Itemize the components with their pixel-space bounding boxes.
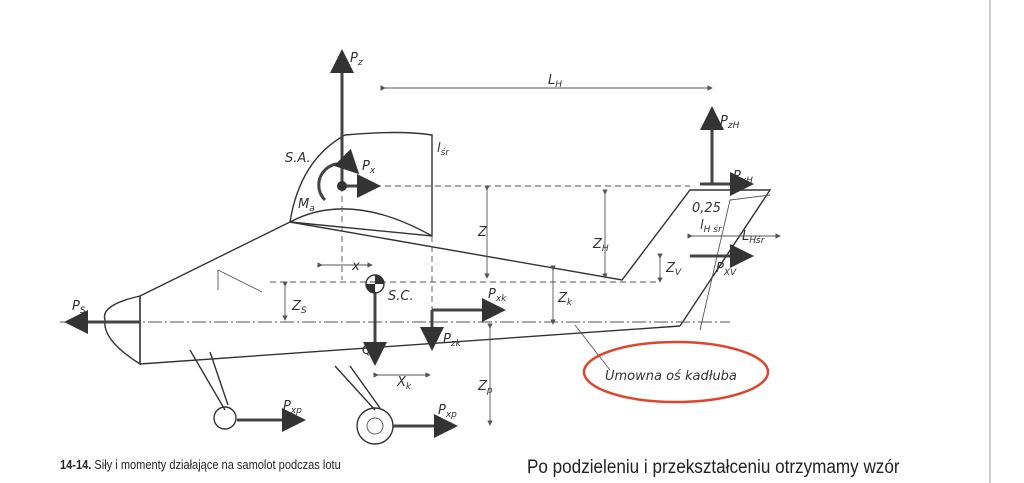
- label-subscript: S: [80, 306, 86, 316]
- label-main: Z: [557, 291, 568, 306]
- label-px: Px: [362, 159, 376, 176]
- label-subscript: H: [555, 80, 562, 90]
- label-subscript: xH: [740, 176, 753, 186]
- label-xk: Xk: [396, 375, 412, 392]
- label-main: P: [443, 332, 451, 347]
- label-zp: Zp: [477, 379, 493, 396]
- label-main: P: [350, 51, 358, 66]
- label-x: x: [351, 259, 360, 274]
- label-subscript: x: [369, 166, 376, 176]
- body-text: Po podzieleniu i przekształceniu otrzyma…: [527, 457, 900, 478]
- label-main: Z: [291, 299, 302, 314]
- label-pzh: PzH: [720, 114, 740, 131]
- label-ps: PS: [72, 299, 86, 316]
- label-main: M: [298, 197, 309, 212]
- label-subscript: S: [301, 306, 307, 316]
- landing-gear: [189, 349, 394, 445]
- label-main: Z: [477, 225, 488, 240]
- label-zh: ZH: [592, 237, 609, 254]
- label-pzk: Pzk: [443, 332, 462, 349]
- label-main: Z: [665, 261, 676, 276]
- figure-number: 14-14.: [60, 457, 92, 472]
- label-pz: Pz: [350, 51, 363, 68]
- aerodynamic-center-marker: [337, 181, 347, 191]
- dimensions: [282, 85, 781, 426]
- label-main: x: [351, 259, 360, 274]
- figure-caption: 14-14. Siły i momenty działające na samo…: [60, 457, 341, 472]
- label-subscript: śr: [441, 147, 451, 158]
- label-main: L: [742, 229, 749, 244]
- label-main: S.C.: [388, 289, 414, 304]
- label-main: P: [716, 261, 724, 276]
- label-main: Z: [477, 379, 488, 394]
- label-subscript: zk: [450, 339, 462, 349]
- label-pxk: Pxk: [488, 287, 507, 304]
- label-lsr: lśr: [437, 141, 450, 158]
- label-lhsr: LHśr: [742, 229, 766, 246]
- caption-text: Siły i momenty działające na samolot pod…: [94, 457, 341, 472]
- label-lhsr: lH śr: [700, 218, 723, 235]
- label-subscript: H śr: [704, 224, 723, 235]
- label-subscript: xk: [495, 294, 507, 304]
- reference-lines: [60, 185, 730, 371]
- label-zk: Zk: [557, 291, 573, 308]
- label-subscript: V: [675, 268, 682, 278]
- label-z: Z: [477, 225, 488, 240]
- label-zv: ZV: [665, 261, 682, 278]
- fuselage-axis-label: Umowna oś kadłuba: [605, 369, 737, 384]
- label-main: P: [72, 299, 80, 314]
- moment-ma-arrow: [317, 148, 360, 202]
- label-subscript: H: [602, 244, 609, 254]
- annotation-highlight-ellipse: [582, 340, 770, 404]
- label-main: l: [700, 218, 704, 233]
- label-main: 0,25: [692, 201, 721, 216]
- label-main: P: [733, 169, 741, 184]
- label-main: Q: [362, 343, 372, 358]
- label-subscript: xp: [290, 406, 302, 416]
- label-lh: LH: [548, 73, 562, 90]
- label-q025: 0,25: [692, 201, 721, 216]
- label-subscript: k: [406, 382, 412, 392]
- label-main: P: [720, 114, 728, 129]
- label-pxp2: Pxp: [438, 403, 457, 420]
- label-zs: ZS: [291, 299, 307, 316]
- label-main: Z: [592, 237, 603, 252]
- label-subscript: Hśr: [749, 235, 765, 246]
- label-main: P: [438, 403, 446, 418]
- label-pxv: PXV: [716, 261, 737, 278]
- label-sa: S.A.: [285, 151, 311, 166]
- label-main: P: [362, 159, 370, 174]
- label-main: P: [283, 399, 291, 414]
- label-main: L: [548, 73, 555, 88]
- label-main: l: [437, 141, 441, 156]
- label-ma: Ma: [298, 197, 315, 214]
- label-main: X: [396, 375, 407, 390]
- label-main: S.A.: [285, 151, 311, 166]
- label-pxh: PxH: [733, 169, 753, 186]
- label-q: Q: [362, 343, 372, 358]
- wing: [289, 131, 433, 237]
- label-subscript: k: [567, 298, 573, 308]
- label-sc: S.C.: [388, 289, 414, 304]
- label-main: P: [488, 287, 496, 302]
- label-subscript: XV: [723, 268, 737, 278]
- label-subscript: p: [486, 386, 493, 396]
- label-subscript: z: [357, 58, 363, 68]
- label-subscript: zH: [727, 121, 740, 131]
- force-arrows: [64, 49, 754, 438]
- fuselage: [103, 189, 772, 366]
- label-subscript: xp: [445, 410, 457, 420]
- label-pxp1: Pxp: [283, 399, 302, 416]
- label-subscript: a: [309, 204, 315, 214]
